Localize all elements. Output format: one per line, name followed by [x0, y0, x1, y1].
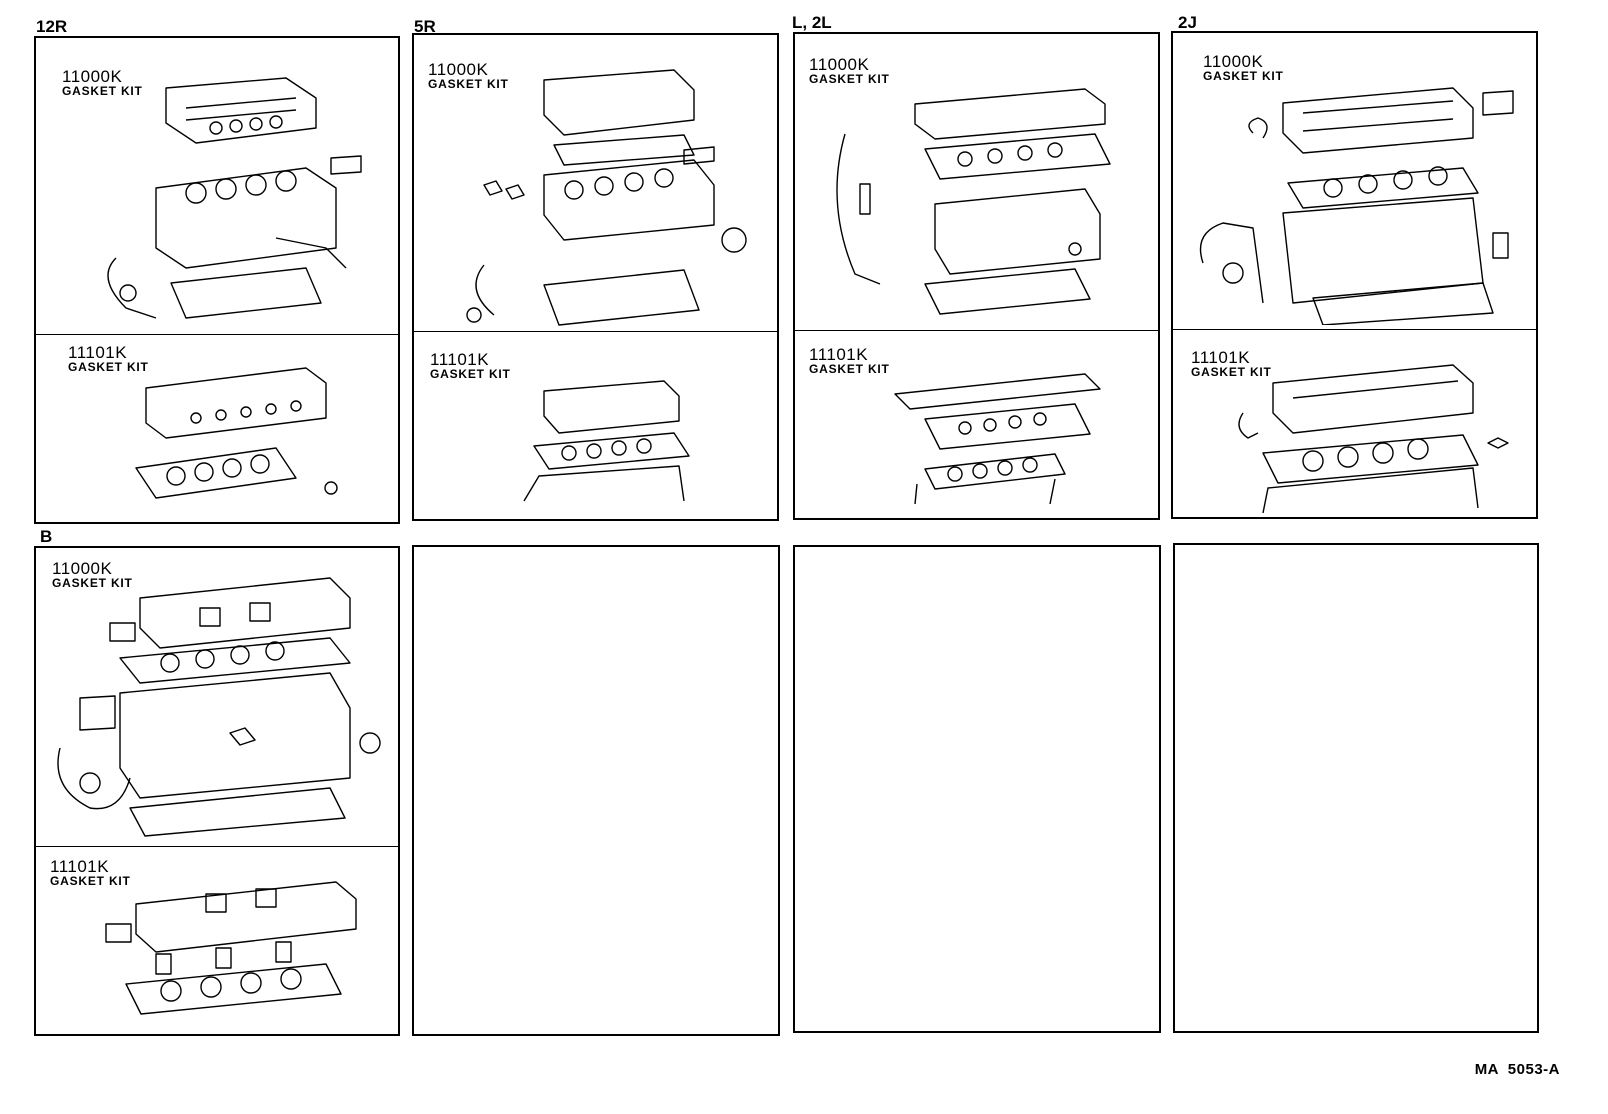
kit-label-11101k: 11101K GASKET KIT — [50, 858, 131, 887]
part-number: 11101K — [430, 350, 490, 369]
engine-gasket-illustration — [1193, 83, 1528, 325]
part-number: 11101K — [809, 345, 869, 364]
figure-reference-code: MA 5053-A — [1474, 1061, 1560, 1078]
panel-divider — [1173, 329, 1536, 330]
engine-label-b: B — [40, 527, 53, 546]
engine-label-l-2l: L, 2L — [792, 13, 832, 32]
head-gasket-illustration — [514, 371, 704, 511]
panel-divider — [36, 846, 398, 847]
kit-name: GASKET KIT — [428, 77, 509, 91]
kit-label-11000k: 11000K GASKET KIT — [52, 560, 133, 589]
head-gasket-illustration — [1233, 353, 1523, 517]
part-number: 11101K — [1191, 348, 1251, 367]
kit-label-11000k: 11000K GASKET KIT — [809, 56, 890, 85]
panel-12r: 11000K GASKET KIT 11101K GASKET KIT — [34, 36, 400, 524]
kit-name: GASKET KIT — [809, 362, 890, 376]
kit-label-11000k: 11000K GASKET KIT — [428, 61, 509, 90]
panel-divider — [795, 330, 1158, 331]
part-number: 11000K — [62, 67, 123, 86]
panel-5r: 11000K GASKET KIT 11101K GASKET KIT — [412, 33, 779, 521]
part-number: 11101K — [50, 857, 110, 876]
panel-b: 11000K GASKET KIT 11101K GASKET KIT — [34, 546, 400, 1036]
kit-label-11101k: 11101K GASKET KIT — [68, 344, 149, 373]
head-gasket-illustration — [885, 354, 1115, 514]
part-number: 11000K — [52, 559, 113, 578]
engine-gasket-illustration — [444, 65, 764, 327]
kit-label-11101k: 11101K GASKET KIT — [430, 351, 511, 380]
engine-gasket-illustration — [825, 84, 1145, 324]
part-number: 11000K — [428, 60, 489, 79]
panel-l-2l: 11000K GASKET KIT 11101K GASKET KIT — [793, 32, 1160, 520]
part-number: 11101K — [68, 343, 128, 362]
panel-divider — [36, 334, 398, 335]
kit-label-11101k: 11101K GASKET KIT — [809, 346, 890, 375]
kit-name: GASKET KIT — [1191, 365, 1272, 379]
panel-divider — [414, 331, 777, 332]
part-number: 11000K — [1203, 52, 1264, 71]
kit-name: GASKET KIT — [68, 360, 149, 374]
head-gasket-illustration — [126, 358, 356, 518]
empty-panel — [1173, 543, 1539, 1033]
panel-2j: 11000K GASKET KIT 11101K GASKET KIT — [1171, 31, 1538, 519]
empty-panel — [793, 545, 1161, 1033]
kit-name: GASKET KIT — [50, 874, 131, 888]
engine-label-12r: 12R — [36, 17, 68, 36]
part-number: 11000K — [809, 55, 870, 74]
engine-gasket-illustration — [50, 568, 390, 840]
kit-label-11101k: 11101K GASKET KIT — [1191, 349, 1272, 378]
head-gasket-illustration — [96, 864, 376, 1024]
kit-label-11000k: 11000K GASKET KIT — [62, 68, 143, 97]
kit-label-11000k: 11000K GASKET KIT — [1203, 53, 1284, 82]
engine-label-5r: 5R — [414, 17, 436, 36]
kit-name: GASKET KIT — [62, 84, 143, 98]
empty-panel — [412, 545, 780, 1036]
kit-name: GASKET KIT — [52, 576, 133, 590]
engine-gasket-illustration — [76, 68, 376, 330]
kit-name: GASKET KIT — [1203, 69, 1284, 83]
kit-name: GASKET KIT — [430, 367, 511, 381]
engine-label-2j: 2J — [1178, 13, 1197, 32]
kit-name: GASKET KIT — [809, 72, 890, 86]
